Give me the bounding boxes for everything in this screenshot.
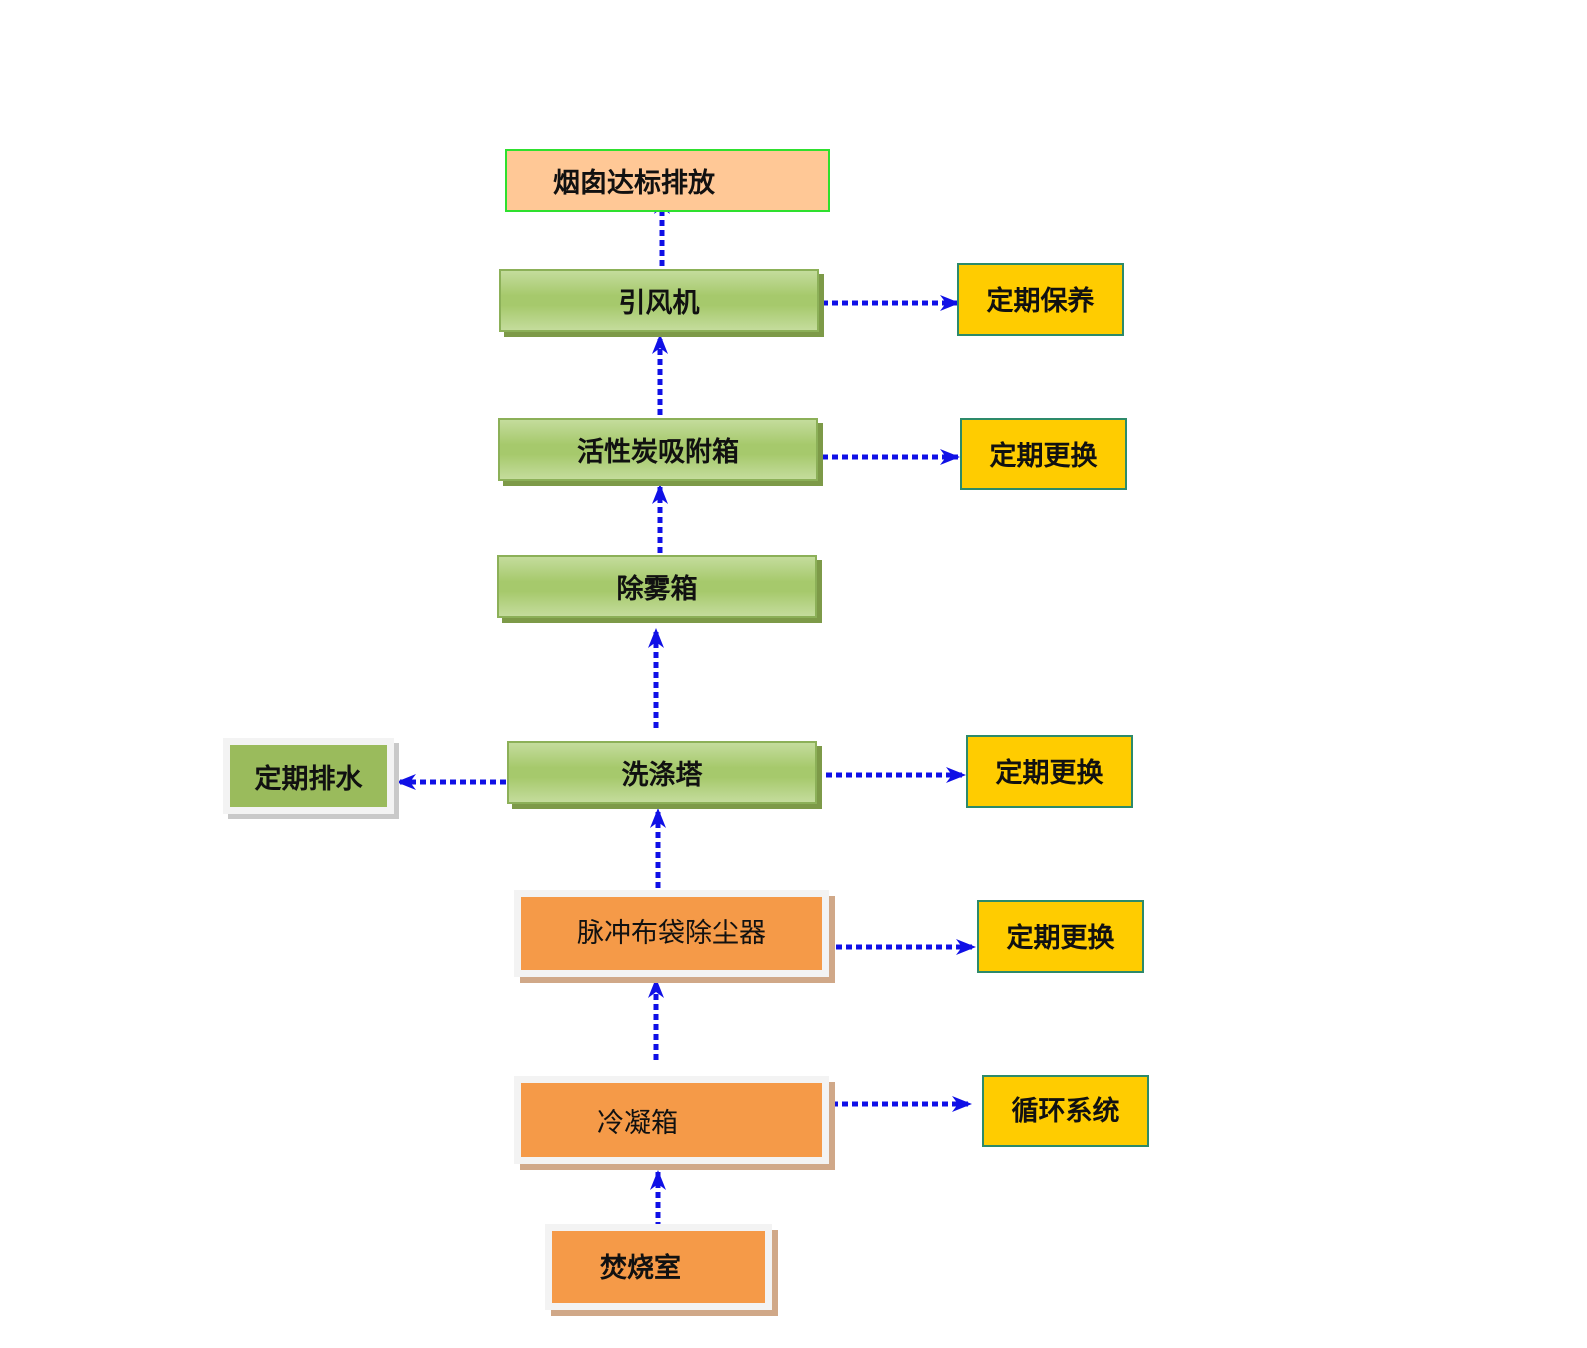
incinerator-node: 焚烧室 [545,1224,772,1310]
condenser-box-node: 冷凝箱 [514,1076,829,1164]
pulse-baghouse-node: 脉冲布袋除尘器 [514,890,829,977]
scrubber-tower-node: 洗涤塔 [507,741,817,804]
scrubber-periodic-replace-node: 定期更换 [966,735,1133,808]
induced-draft-fan-node: 引风机 [499,269,819,332]
carbon-periodic-replace-node: 定期更换 [960,418,1127,490]
periodic-maintenance-node: 定期保养 [957,263,1124,336]
activated-carbon-box-node: 活性炭吸附箱 [498,418,818,481]
periodic-drainage-node: 定期排水 [223,738,394,814]
baghouse-periodic-replace-node: 定期更换 [977,900,1144,973]
chimney-discharge-node: 烟囱达标排放 [505,149,830,212]
demister-box-node: 除雾箱 [497,555,817,618]
circulation-system-node: 循环系统 [982,1075,1149,1147]
